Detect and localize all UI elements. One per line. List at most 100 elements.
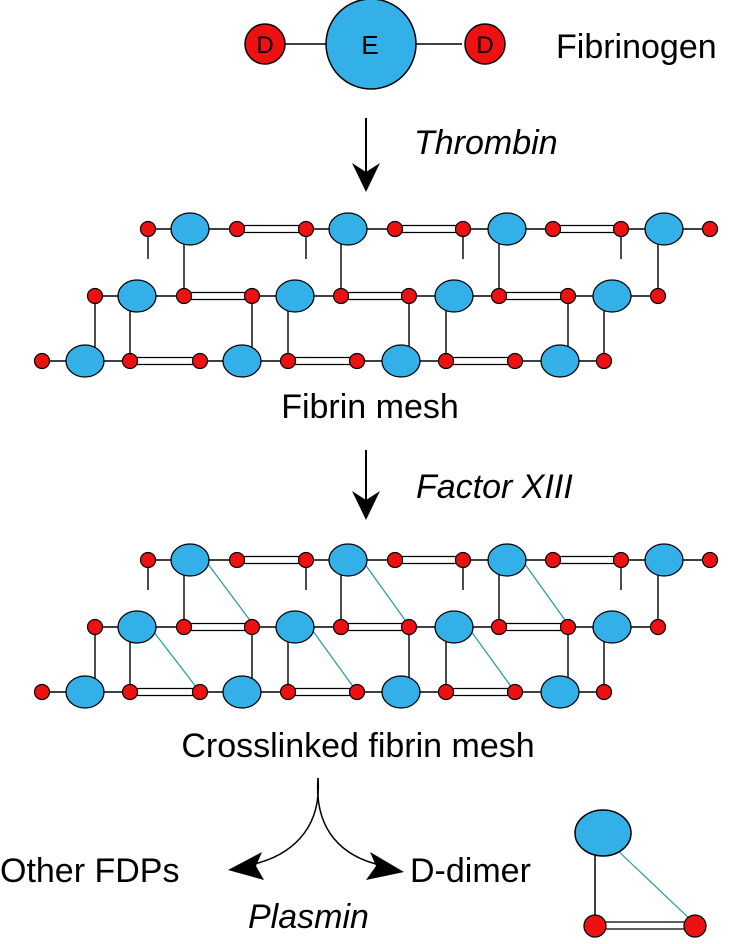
d-domain-node [297,551,315,569]
e-domain-node [328,212,368,246]
d-dimer-d-domain-left [583,914,607,938]
d-domain-node [454,551,472,569]
d-domain-node [228,220,246,238]
d-domain-node [400,287,418,305]
e-domain-node [328,543,368,577]
d-domain-node [243,287,261,305]
d-domain-node [400,618,418,636]
e-domain-node [381,344,421,378]
d-dimer-label: D-dimer [410,852,531,890]
d-domain-node [279,683,297,701]
d-domain-node [490,287,508,305]
e-domain-node [540,675,580,709]
e-domain-node [487,212,527,246]
d-domain-node [121,683,139,701]
other-fdps-label: Other FDPs [0,852,179,890]
factor-xiii-arrowhead [352,491,380,520]
mesh-crosslink [521,559,571,628]
d-domain-node [279,352,297,370]
d-domain-node [506,352,524,370]
d-domain-node [175,618,193,636]
mesh-crosslink [467,626,516,693]
d-domain-node [454,220,472,238]
plasmin-arrowhead-right [366,852,404,880]
e-domain-node [275,610,315,644]
d-domain-node [437,352,455,370]
d-domain-node [559,618,577,636]
d-domain-node [121,352,139,370]
e-domain-node [644,543,684,577]
d-domain-node [386,220,404,238]
e-domain-node [65,344,105,378]
e-domain-node [644,212,684,246]
d-domain-node [191,352,209,370]
e-domain-node [170,543,210,577]
fibrinogen-e-domain [325,0,417,90]
plasmin-arrow-right [316,777,386,867]
e-domain-node [592,279,632,313]
d-domain-node [595,683,613,701]
d-domain-node [243,618,261,636]
d-domain-node [348,683,366,701]
d-domain-node [33,352,51,370]
e-domain-node [222,675,262,709]
plasmin-arrow-left [244,777,320,867]
e-domain-node [275,279,315,313]
mesh-crosslink [309,626,358,693]
d-domain-node [437,683,455,701]
mesh-nodes [33,543,719,709]
mesh-crosslink [361,559,411,628]
mesh-nodes [33,212,719,378]
fibrin-mesh-label: Fibrin mesh [281,388,459,426]
plasmin-arrowhead-left [228,852,264,880]
e-domain-node [381,675,421,709]
d-domain-node [228,551,246,569]
d-domain-node [139,551,157,569]
e-domain-node [170,212,210,246]
fibrinogen-d-domain-left [244,23,286,65]
d-domain-node [701,220,719,238]
d-domain-node [559,287,577,305]
d-domain-node [86,287,104,305]
d-domain-node [649,287,667,305]
e-domain-node [222,344,262,378]
d-domain-node [701,551,719,569]
d-domain-node [386,551,404,569]
d-domain-node [612,220,630,238]
crosslinked-fibrin-mesh [33,543,719,709]
fibrinogen-d-label-right: D [476,32,493,59]
d-domain-node [332,287,350,305]
d-dimer-molecule [574,809,707,938]
d-domain-node [33,683,51,701]
thrombin-arrowhead [352,163,380,192]
d-domain-node [649,618,667,636]
factor-xiii-label: Factor XIII [416,468,573,506]
e-domain-node [434,279,474,313]
fibrinogen-d-label-left: D [256,32,273,59]
d-dimer-d-domain-right [683,914,707,938]
d-domain-node [544,551,562,569]
mesh-crosslink [204,559,256,628]
fibrinogen-d-domain-right [464,23,506,65]
d-domain-node [490,618,508,636]
d-domain-node [612,551,630,569]
e-domain-node [592,610,632,644]
d-domain-node [297,220,315,238]
e-domain-node [117,610,157,644]
e-domain-node [540,344,580,378]
d-domain-node [506,683,524,701]
e-domain-node [434,610,474,644]
fibrinogen-e-label: E [361,30,378,60]
fibrinogen-molecule: D E D [244,0,506,90]
fibrin-mesh [33,212,719,378]
e-domain-node [117,279,157,313]
mesh-crosslink [149,626,201,693]
d-domain-node [332,618,350,636]
fibrinogen-label: Fibrinogen [556,28,717,66]
d-domain-node [595,352,613,370]
plasmin-label: Plasmin [248,898,369,936]
e-domain-node [487,543,527,577]
d-domain-node [348,352,366,370]
d-domain-node [175,287,193,305]
